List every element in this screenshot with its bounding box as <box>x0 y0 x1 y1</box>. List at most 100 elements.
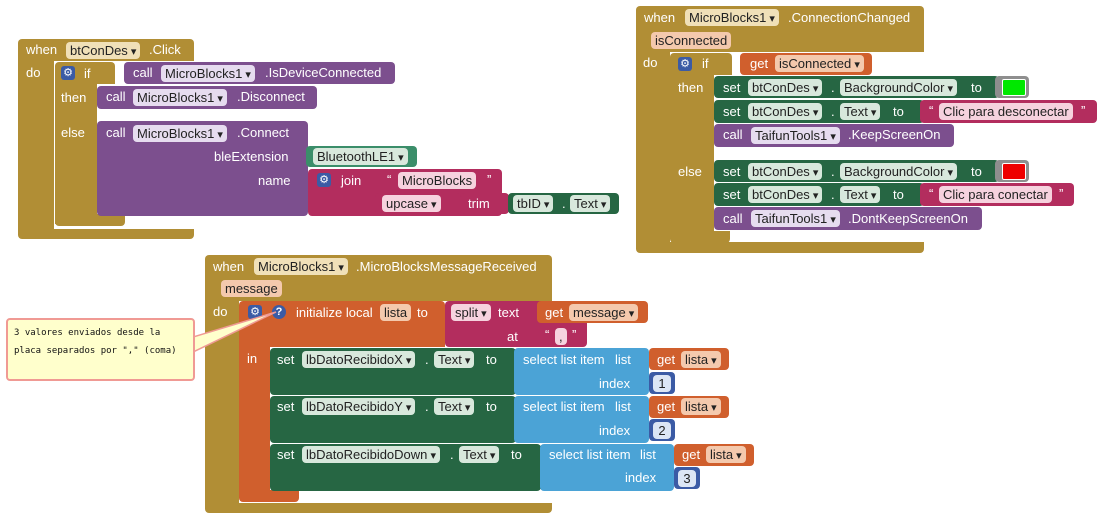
dot: . <box>831 187 835 202</box>
property-dropdown[interactable]: Text <box>434 398 475 415</box>
to-label: to <box>893 104 904 119</box>
component-dropdown[interactable]: btConDes <box>66 42 141 59</box>
component-dropdown[interactable]: MicroBlocks1 <box>685 9 779 26</box>
text-literal[interactable]: MicroBlocks <box>398 172 477 189</box>
event-spine <box>205 301 239 505</box>
component-dropdown[interactable]: btConDes <box>748 163 823 180</box>
variable-dropdown[interactable]: lista <box>681 398 721 415</box>
to-label: to <box>417 305 428 320</box>
text-literal[interactable]: , <box>555 328 567 345</box>
property-dropdown[interactable]: Text <box>840 186 881 203</box>
quote-close: ” <box>1059 186 1064 201</box>
to-label: to <box>971 164 982 179</box>
call-label: call <box>723 127 743 142</box>
component-dropdown[interactable]: MicroBlocks1 <box>254 258 348 275</box>
color-swatch-green[interactable] <box>1002 79 1026 96</box>
gear-icon[interactable]: ⚙ <box>317 173 331 187</box>
event-footer <box>205 503 552 513</box>
component-dropdown[interactable]: btConDes <box>748 79 823 96</box>
number-literal[interactable]: 2 <box>653 422 671 439</box>
component-dropdown[interactable]: lbDatoRecibidoY <box>302 398 416 415</box>
dot: . <box>831 164 835 179</box>
method-name: .Disconnect <box>237 89 305 104</box>
trim-block[interactable] <box>461 193 509 214</box>
method-name: .KeepScreenOn <box>848 127 941 142</box>
select-list-item-block[interactable] <box>540 444 674 491</box>
to-label: to <box>511 447 522 462</box>
call-label: call <box>133 65 153 80</box>
do-label: do <box>213 304 228 319</box>
component-dropdown[interactable]: MicroBlocks1 <box>133 89 227 106</box>
if-footer <box>670 231 730 243</box>
property-dropdown[interactable]: Text <box>570 195 611 212</box>
set-label: set <box>277 352 295 367</box>
get-label: get <box>545 305 564 320</box>
comment-line-2: placa separados por "," (coma) <box>14 346 177 356</box>
property-dropdown[interactable]: Text <box>840 103 881 120</box>
property-dropdown[interactable]: BackgroundColor <box>840 163 958 180</box>
comment-question-icon[interactable]: ? <box>272 305 286 319</box>
component-dropdown[interactable]: lbDatoRecibidoDown <box>302 446 440 463</box>
initialize-local-spine <box>239 347 270 495</box>
property-dropdown[interactable]: Text <box>459 446 500 463</box>
color-swatch-red[interactable] <box>1002 163 1026 180</box>
variable-dropdown[interactable]: lista <box>681 351 721 368</box>
quote-close: ” <box>572 327 577 342</box>
property-dropdown[interactable]: BackgroundColor <box>840 79 958 96</box>
quote-open: “ <box>929 103 934 118</box>
event-param[interactable]: message <box>221 280 282 297</box>
quote-open: “ <box>387 172 392 187</box>
set-label: set <box>723 104 741 119</box>
event-name: .ConnectionChanged <box>788 10 911 25</box>
do-label: do <box>26 65 41 80</box>
component-dropdown[interactable]: MicroBlocks1 <box>161 65 255 82</box>
event-param[interactable]: isConnected <box>651 32 732 49</box>
get-label: get <box>682 447 701 462</box>
number-literal[interactable]: 3 <box>678 470 696 487</box>
component-dropdown[interactable]: TaifunTools1 <box>751 127 840 144</box>
if-spine <box>670 75 714 235</box>
get-label: get <box>657 399 676 414</box>
if-spine <box>55 84 97 224</box>
set-label: set <box>723 80 741 95</box>
variable-dropdown[interactable]: isConnected <box>775 55 864 72</box>
component-dropdown[interactable]: btConDes <box>748 103 823 120</box>
event-spine <box>636 52 670 242</box>
select-list-item-block[interactable] <box>514 348 649 395</box>
split-dropdown[interactable]: split <box>451 304 491 321</box>
index-label: index <box>599 376 631 391</box>
component-dropdown[interactable]: TaifunTools1 <box>751 210 840 227</box>
arg-label-ble: bleExtension <box>214 149 289 164</box>
dot: . <box>562 196 566 211</box>
to-label: to <box>893 187 904 202</box>
component-dropdown[interactable]: lbDatoRecibidoX <box>302 351 416 368</box>
gear-icon[interactable]: ⚙ <box>678 57 692 71</box>
component-dropdown[interactable]: BluetoothLE1 <box>313 148 408 165</box>
select-list-item-block[interactable] <box>514 396 649 443</box>
variable-dropdown[interactable]: lista <box>706 446 746 463</box>
variable-dropdown[interactable]: message <box>569 304 639 321</box>
upcase-dropdown[interactable]: upcase <box>382 195 441 212</box>
gear-icon[interactable]: ⚙ <box>248 305 262 319</box>
index-label: index <box>625 470 657 485</box>
dot: . <box>831 104 835 119</box>
set-label: set <box>277 447 295 462</box>
method-name: .DontKeepScreenOn <box>848 211 968 226</box>
number-literal[interactable]: 1 <box>653 375 671 392</box>
local-variable-name[interactable]: lista <box>380 304 412 321</box>
component-dropdown[interactable]: btConDes <box>748 186 823 203</box>
comment-bubble[interactable]: 3 valores enviados desde la placa separa… <box>6 318 195 381</box>
set-label: set <box>723 164 741 179</box>
text-literal[interactable]: Clic para desconectar <box>939 103 1073 120</box>
then-label: then <box>61 90 87 105</box>
text-label: text <box>498 305 519 320</box>
text-literal[interactable]: Clic para conectar <box>939 186 1052 203</box>
if-label: if <box>84 66 91 81</box>
gear-icon[interactable]: ⚙ <box>61 66 75 80</box>
component-dropdown[interactable]: MicroBlocks1 <box>133 125 227 142</box>
component-dropdown[interactable]: tbID <box>513 195 554 212</box>
list-label: list <box>640 447 656 462</box>
if-label: if <box>702 56 709 71</box>
event-footer <box>636 242 924 253</box>
property-dropdown[interactable]: Text <box>434 351 475 368</box>
